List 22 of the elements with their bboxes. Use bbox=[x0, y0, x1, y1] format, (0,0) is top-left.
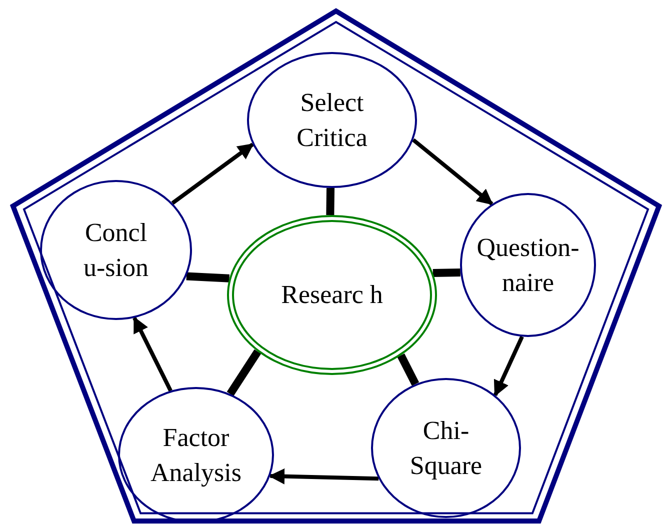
thick-line bbox=[226, 349, 262, 396]
node-label: Chi- Square bbox=[408, 414, 484, 482]
thick-line bbox=[432, 268, 460, 277]
ellipse-node bbox=[247, 52, 417, 188]
center-ellipse bbox=[227, 215, 437, 375]
arrow bbox=[412, 138, 494, 206]
ellipse-node bbox=[460, 193, 596, 337]
node-label: Select Critica bbox=[296, 86, 368, 154]
arrow bbox=[171, 142, 254, 205]
arrow bbox=[493, 336, 524, 397]
thick-line bbox=[326, 188, 335, 216]
node-label: Factor Analysis bbox=[150, 422, 242, 489]
thick-line bbox=[397, 354, 420, 386]
ellipse-node bbox=[40, 180, 192, 320]
ellipse-node bbox=[371, 378, 521, 518]
pentagon-frame bbox=[10, 6, 662, 524]
arrow bbox=[132, 316, 172, 392]
arrow bbox=[268, 468, 379, 484]
thick-line bbox=[186, 272, 230, 282]
node-label: Researc h bbox=[280, 279, 384, 312]
node-label: Question- naire bbox=[476, 232, 580, 299]
node-label: Concl u-sion bbox=[82, 216, 150, 284]
